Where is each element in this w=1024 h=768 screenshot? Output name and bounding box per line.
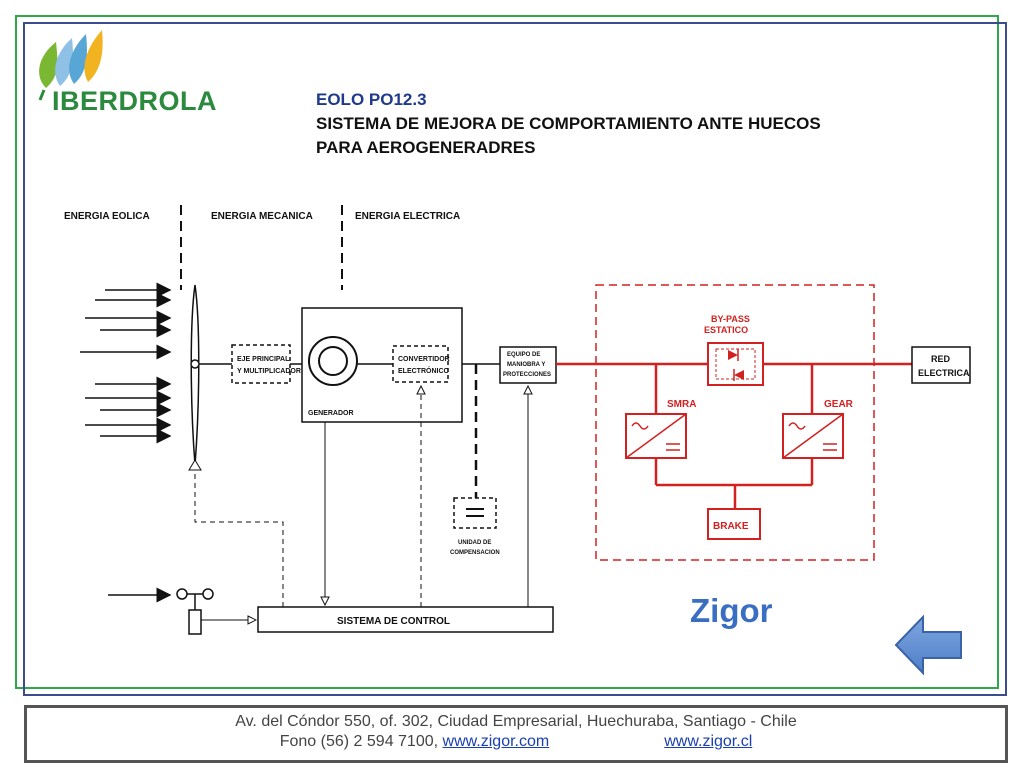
section-label-mecanica: ENERGIA MECANICA: [211, 211, 313, 222]
bypass-label-1: BY-PASS: [711, 314, 750, 324]
title-code: EOLO PO12.3: [316, 90, 427, 109]
eje-principal-box: [231, 344, 291, 384]
equipo-label-3: PROTECCIONES: [503, 372, 551, 378]
convertidor-box: [392, 345, 449, 383]
footer-link-cl[interactable]: www.zigor.cl: [664, 733, 753, 750]
red-label-2: ELECTRICA: [918, 368, 970, 378]
wind-turbine-system-diagram: ENERGIA EOLICA ENERGIA MECANICA ENERGIA …: [64, 205, 971, 635]
gear-label: GEAR: [824, 399, 854, 410]
bypass-label-2: ESTATICO: [704, 325, 748, 335]
red-label-1: RED: [931, 354, 951, 364]
convertidor-label-2: ELECTRÓNICO: [398, 366, 450, 375]
equipo-label-2: MANIOBRA Y: [507, 362, 545, 368]
red-electrica-box: [911, 346, 971, 384]
wind-turbine-icon: [188, 284, 202, 471]
iberdrola-logo-text: IBERDROLA: [52, 86, 217, 116]
unidad-label-2: COMPENSACION: [450, 550, 500, 556]
title-line-1: SISTEMA DE MEJORA DE COMPORTAMIENTO ANTE…: [316, 114, 821, 133]
control-label: SISTEMA DE CONTROL: [337, 616, 450, 627]
iberdrola-logo-icon: [38, 30, 103, 101]
unidad-compensacion-box: [453, 497, 497, 529]
converter-icon-smra: [625, 413, 687, 459]
back-arrow-icon[interactable]: [893, 614, 965, 676]
eje-label-2: Y MULTIPLICADOR: [237, 368, 301, 375]
footer-address: Av. del Cóndor 550, of. 302, Ciudad Empr…: [235, 713, 797, 730]
footer-phone: Fono (56) 2 594 7100,: [279, 733, 443, 750]
generador-label: GENERADOR: [308, 410, 354, 417]
unidad-label-1: UNIDAD DE: [458, 540, 491, 546]
converter-icon-gear: [782, 413, 844, 459]
zigor-brand: Zigor: [690, 592, 773, 629]
brake-box: [707, 508, 761, 540]
thyristor-icon: [707, 342, 764, 386]
smra-label: SMRA: [667, 399, 696, 410]
section-label-eolica: ENERGIA EOLICA: [64, 211, 150, 222]
outer-frame-blue: [23, 22, 1007, 696]
title-line-2: PARA AEROGENERADRES: [316, 138, 536, 157]
anemometer-icon: [176, 588, 214, 635]
wind-arrows: [80, 282, 172, 444]
brake-label: BRAKE: [713, 521, 749, 532]
footer-link-com[interactable]: www.zigor.com: [442, 733, 550, 750]
page-title: EOLO PO12.3 SISTEMA DE MEJORA DE COMPORT…: [316, 88, 821, 160]
outer-frame-green: [15, 15, 999, 689]
convertidor-label-1: CONVERTIDOR: [398, 356, 450, 363]
sistema-control-box: [257, 606, 554, 633]
footer-contact: Fono (56) 2 594 7100, www.zigor.com www.z…: [27, 732, 1005, 752]
footer: Av. del Cóndor 550, of. 302, Ciudad Empr…: [24, 705, 1008, 763]
equipo-label-1: EQUIPO DE: [507, 352, 540, 358]
eje-label-1: EJE PRINCIPAL: [237, 356, 290, 363]
red-enclosure: [595, 284, 875, 561]
section-label-electrica: ENERGIA ELECTRICA: [355, 211, 460, 222]
